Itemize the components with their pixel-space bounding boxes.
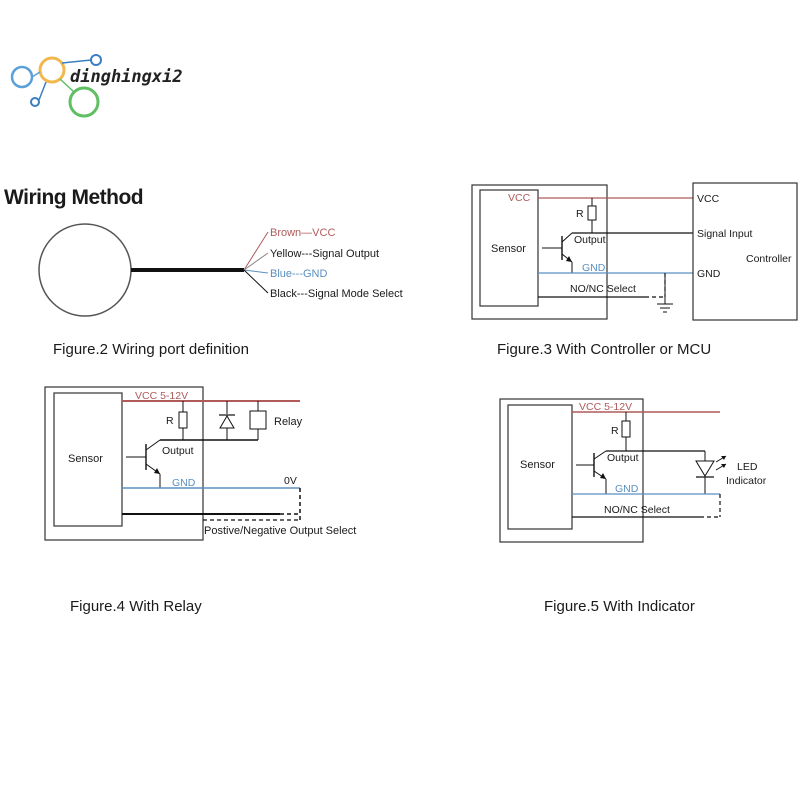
led-label: LED bbox=[737, 461, 758, 473]
diode bbox=[219, 415, 235, 429]
resistor bbox=[587, 205, 597, 221]
sensor-label: Sensor bbox=[520, 459, 555, 471]
gnd-label: GND bbox=[582, 262, 606, 274]
black-wire bbox=[243, 269, 269, 294]
wire-label-yellow: Yellow---Signal Output bbox=[270, 248, 379, 260]
relay-label: Relay bbox=[274, 416, 303, 428]
controller-label: Controller bbox=[746, 253, 792, 265]
yellow-wire bbox=[243, 252, 269, 271]
output-label: Output bbox=[607, 452, 639, 464]
controller-vcc-label: VCC bbox=[697, 193, 720, 205]
sensor-circle bbox=[38, 223, 132, 317]
gnd-label: GND bbox=[172, 477, 196, 489]
wire-label-black: Black---Signal Mode Select bbox=[270, 288, 403, 300]
figure-2: Brown—VCC Yellow---Signal Output Blue---… bbox=[38, 223, 403, 358]
select-label: Postive/Negative Output Select bbox=[204, 525, 356, 537]
led bbox=[695, 460, 715, 477]
page-title: Wiring Method bbox=[4, 186, 143, 209]
resistor bbox=[178, 411, 188, 429]
output-label: Output bbox=[162, 445, 194, 457]
figure-3-caption: Figure.3 With Controller or MCU bbox=[497, 341, 711, 358]
wire-label-blue: Blue---GND bbox=[270, 268, 328, 280]
r-label: R bbox=[611, 425, 619, 437]
outer-frame bbox=[471, 184, 608, 320]
sensor-box bbox=[507, 404, 573, 530]
figure-5: Sensor VCC 5-12V R Output LED Indicator bbox=[499, 398, 767, 615]
nonc-label: NO/NC Select bbox=[604, 504, 670, 516]
figure-4-caption: Figure.4 With Relay bbox=[70, 598, 202, 615]
watermark-text: dinghingxi2 bbox=[70, 67, 183, 87]
brown-wire bbox=[243, 231, 269, 271]
blue-wire bbox=[243, 269, 269, 274]
sensor-box bbox=[53, 392, 123, 527]
figure-3: Sensor VCC R Output GND NO/NC Select VCC bbox=[471, 182, 798, 358]
sensor-label: Sensor bbox=[491, 243, 526, 255]
r-label: R bbox=[166, 415, 174, 427]
vcc-label: VCC bbox=[508, 192, 531, 204]
r-label: R bbox=[576, 208, 584, 220]
sensor-box bbox=[479, 189, 539, 307]
vcc-label: VCC 5-12V bbox=[579, 401, 632, 413]
controller-signal-label: Signal Input bbox=[697, 228, 753, 240]
watermark-logo: dinghingxi2 bbox=[10, 54, 183, 118]
relay-coil bbox=[249, 410, 267, 430]
indicator-label: Indicator bbox=[726, 475, 767, 487]
sensor-label: Sensor bbox=[68, 453, 103, 465]
gnd-label: GND bbox=[615, 483, 639, 495]
resistor bbox=[621, 420, 631, 438]
wire-label-brown: Brown—VCC bbox=[270, 227, 335, 239]
figure-2-caption: Figure.2 Wiring port definition bbox=[53, 341, 249, 358]
outer-frame bbox=[499, 398, 644, 543]
figure-5-caption: Figure.5 With Indicator bbox=[544, 598, 695, 615]
figure-4: Sensor VCC 5-12V R Output Relay GND 0V bbox=[44, 386, 356, 615]
vcc-label: VCC 5-12V bbox=[135, 390, 188, 402]
controller-box bbox=[692, 182, 798, 321]
output-label: Output bbox=[574, 234, 606, 246]
nonc-label: NO/NC Select bbox=[570, 283, 636, 295]
outer-frame bbox=[44, 386, 204, 541]
zero-v-label: 0V bbox=[284, 475, 297, 487]
controller-gnd-label: GND bbox=[697, 268, 721, 280]
